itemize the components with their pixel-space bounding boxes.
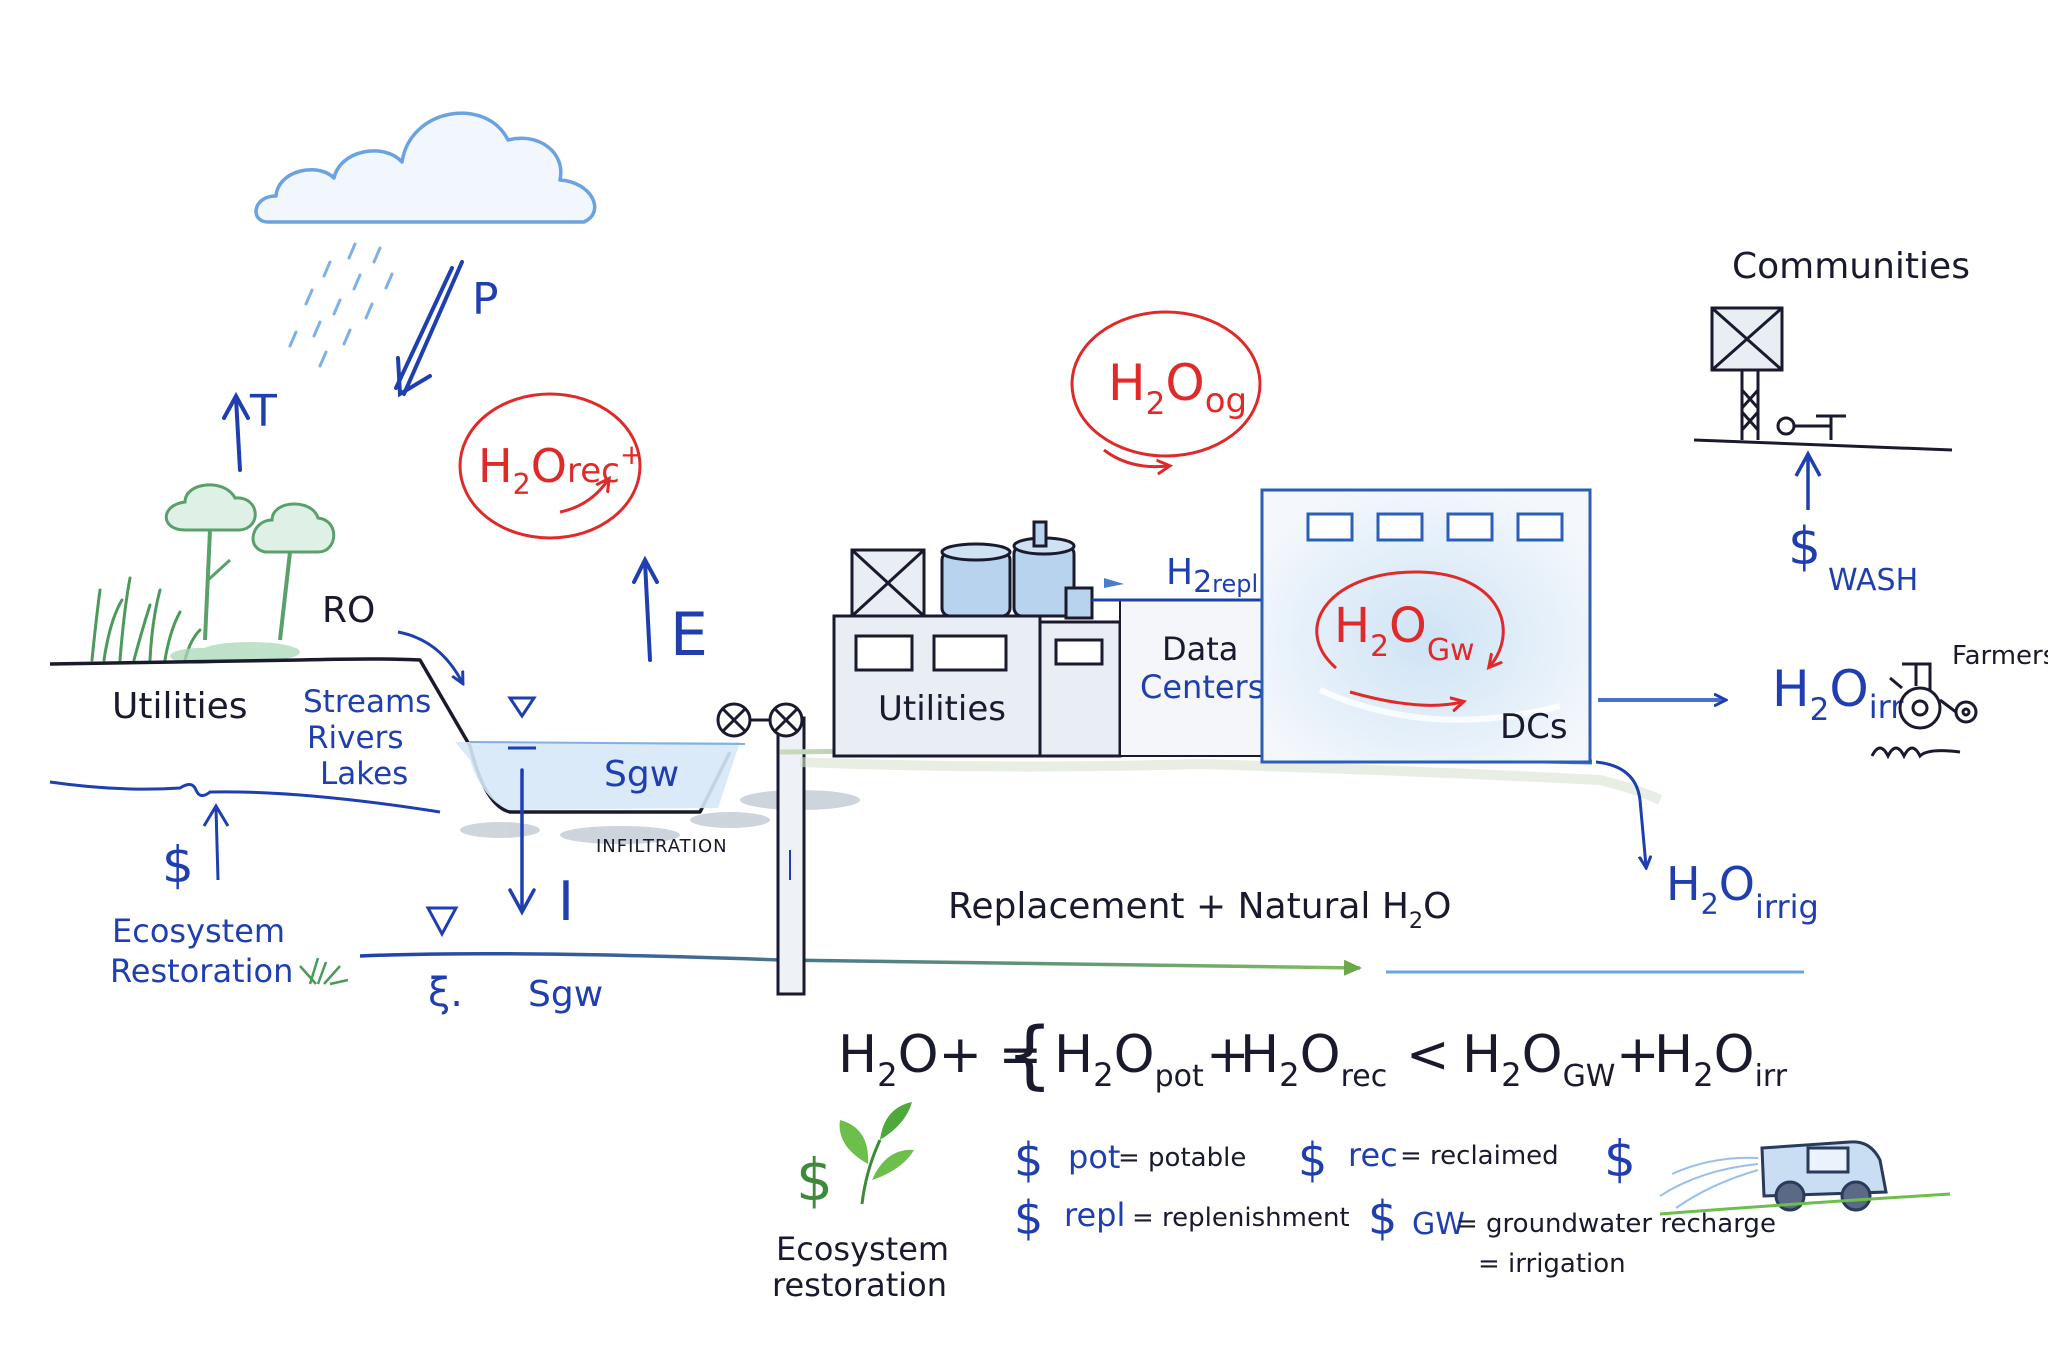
sprout-icon: $	[796, 1102, 914, 1214]
data-centers-label-1: Data	[1162, 630, 1238, 668]
truck-icon	[1760, 1140, 1888, 1212]
evaporation-arrow	[632, 555, 659, 662]
h2oirr-right-label: H2Oirr	[1772, 660, 1904, 728]
svg-text:H2Orec+: H2Orec+	[478, 438, 643, 501]
infiltration-symbol: I	[558, 870, 574, 933]
dollar-left: $	[162, 836, 194, 894]
sgw-surface-label: Sgw	[604, 754, 679, 795]
truck-grass	[1659, 1192, 1951, 1216]
data-centers-annex	[1119, 599, 1267, 757]
transpiration-label: T	[249, 386, 277, 437]
svg-text:= potable: = potable	[1118, 1143, 1246, 1173]
svg-text:+: +	[1206, 1025, 1250, 1085]
wash-arrow	[1794, 450, 1822, 510]
svg-text:<: <	[1406, 1025, 1450, 1085]
svg-text:+: +	[1616, 1025, 1660, 1085]
svg-text:$: $	[1298, 1133, 1327, 1187]
legend-irrigation: = irrigation	[1478, 1249, 1626, 1279]
h2oog-cycle: H2Oog	[1070, 310, 1262, 467]
rain-icon	[288, 242, 394, 368]
svg-text:{: {	[1006, 1012, 1053, 1098]
svg-text:repl: repl	[1064, 1196, 1125, 1234]
utilities-plant-label: Utilities	[878, 689, 1006, 729]
rivers-label: Rivers	[307, 720, 403, 756]
legend-ecosystem-1: Ecosystem	[776, 1230, 949, 1268]
dollar-truck: $	[1604, 1130, 1636, 1188]
sprinkler-spray	[1659, 1156, 1759, 1209]
svg-text:= reclaimed: = reclaimed	[1400, 1141, 1559, 1171]
lakes-label: Lakes	[320, 756, 408, 792]
communities-ground	[1693, 438, 1953, 452]
svg-text:= replenishment: = replenishment	[1132, 1203, 1350, 1233]
utilities-plant	[832, 520, 1122, 758]
streams-label: Streams	[303, 684, 431, 720]
replacement-natural-label: Replacement + Natural H2O	[948, 886, 1451, 934]
svg-text:H2Oirr: H2Oirr	[1654, 1025, 1788, 1094]
dcs-label: DCs	[1500, 707, 1568, 747]
svg-text:H2Opot: H2Opot	[1054, 1025, 1204, 1094]
communities-label: Communities	[1732, 246, 1970, 287]
legend-ecosystem-2: restoration	[772, 1266, 947, 1304]
h2oirrig-label: H2Oirrig	[1666, 857, 1819, 926]
precipitation-label: P	[472, 274, 499, 325]
svg-text:$: $	[1014, 1191, 1043, 1245]
ground-symbol: ξ.	[428, 970, 463, 1016]
water-balance-equation: H2O+ = { H2Opot + H2Orec < H2OGW + H2Oir…	[838, 1012, 1788, 1098]
infiltration-label: INFILTRATION	[596, 836, 728, 857]
h2repl-label: H2repl	[1166, 552, 1258, 600]
svg-text:H2Orec: H2Orec	[1240, 1025, 1387, 1094]
basin-water	[455, 742, 740, 810]
legend-item-rec: $ rec = reclaimed	[1298, 1133, 1559, 1187]
wash-label: WASH	[1828, 563, 1918, 598]
ro-arrow	[397, 630, 462, 682]
legend-item-gw: $ GW = groundwater recharge	[1368, 1191, 1776, 1245]
water-level-marker	[507, 696, 537, 750]
h2orec-cycle: H2Orec+	[458, 392, 643, 540]
left-groundline-wavy	[49, 780, 441, 814]
tree-icon	[164, 483, 336, 641]
well-pipe-icon	[776, 716, 806, 996]
svg-text:H2OGW: H2OGW	[1462, 1025, 1615, 1094]
svg-text:H2OGw: H2OGw	[1334, 598, 1475, 668]
valve-icon	[716, 702, 804, 738]
svg-text:$: $	[1368, 1191, 1397, 1245]
groundwater-table-line	[359, 952, 1362, 976]
svg-text:$: $	[796, 1146, 833, 1214]
svg-text:GW: GW	[1412, 1207, 1465, 1242]
h2ogw-cycle: H2OGw	[1315, 570, 1505, 705]
svg-text:$: $	[1014, 1133, 1043, 1187]
data-centers-label-2: Centers	[1140, 668, 1264, 706]
small-grass-icon	[299, 957, 349, 986]
svg-text:= groundwater recharge: = groundwater recharge	[1456, 1209, 1776, 1239]
sgw-ground-label: Sgw	[528, 974, 603, 1015]
left-ground-line	[49, 657, 732, 814]
svg-text:H2Oog: H2Oog	[1108, 354, 1247, 422]
infiltration-arrow	[508, 768, 536, 916]
water-tower-icon	[1710, 306, 1846, 440]
svg-text:rec: rec	[1348, 1136, 1398, 1174]
groundwater-marker	[425, 906, 459, 938]
utilities-left-label: Utilities	[112, 686, 248, 727]
svg-text:pot: pot	[1068, 1138, 1120, 1176]
farmers-label: Farmers	[1952, 641, 2048, 671]
ecosystem-restoration-left-2: Restoration	[110, 952, 293, 990]
legend-item-pot: $ pot = potable	[1014, 1133, 1246, 1187]
legend-item-repl: $ repl = replenishment	[1014, 1191, 1350, 1245]
svg-text:H2O+ =: H2O+ =	[838, 1025, 1042, 1094]
evaporation-label: E	[670, 600, 708, 670]
precipitation-arrow	[394, 260, 464, 398]
grass-icon	[90, 576, 202, 662]
transpiration-arrow	[222, 391, 250, 472]
irrig-down-arrow	[1595, 760, 1646, 866]
ro-label: RO	[322, 590, 375, 631]
tractor-icon	[1870, 662, 1978, 760]
ecosystem-restoration-left-1: Ecosystem	[112, 912, 285, 950]
dollar-wash: $	[1788, 517, 1821, 577]
gravel	[460, 790, 860, 844]
dollar-left-arrow	[202, 803, 230, 881]
cloud-icon	[254, 111, 597, 224]
